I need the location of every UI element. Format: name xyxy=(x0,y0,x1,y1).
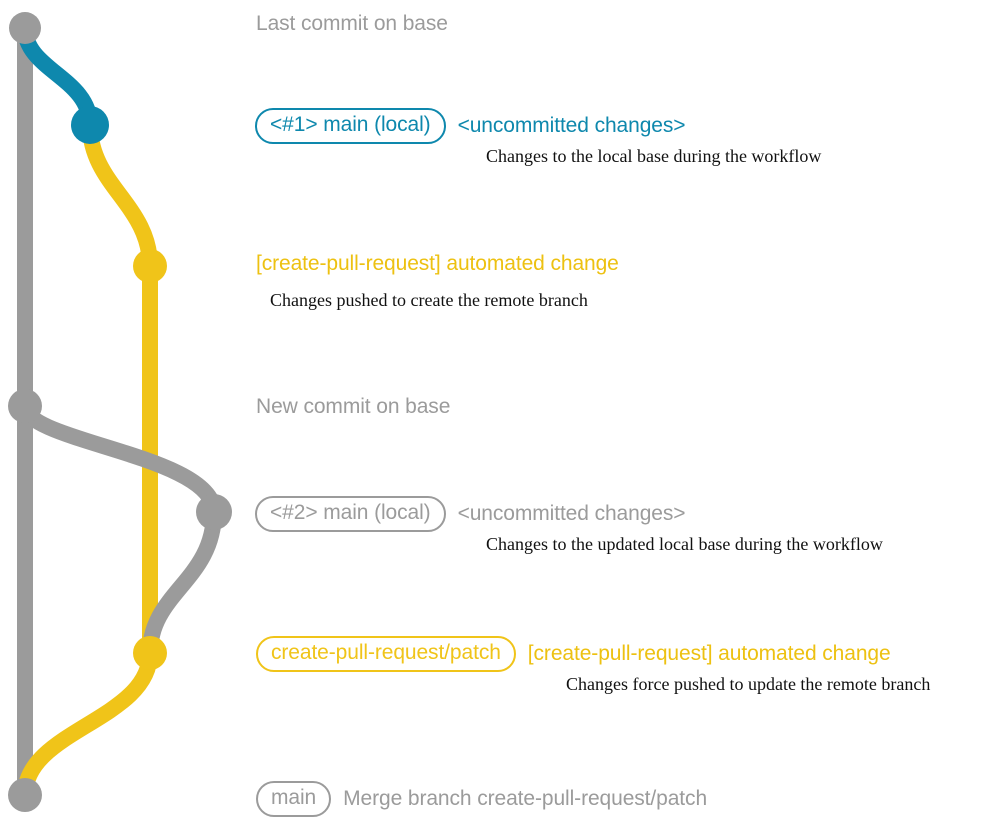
entry-headline: <uncommitted changes> xyxy=(457,502,686,525)
branch-pill-main-local-2[interactable]: <#2> main (local) xyxy=(255,496,446,533)
commit-node-local-1[interactable] xyxy=(71,106,109,144)
commit-node-patch-2[interactable] xyxy=(133,636,167,670)
entry-subtext-automated-change-1: Changes pushed to create the remote bran… xyxy=(270,290,588,310)
branch-pill-main-local-1[interactable]: <#1> main (local) xyxy=(255,108,446,145)
entry-new-commit-on-base: New commit on base xyxy=(256,395,451,418)
entry-headline: [create-pull-request] automated change xyxy=(527,642,891,665)
entry-headline: Last commit on base xyxy=(256,12,448,35)
branch-pill-main[interactable]: main xyxy=(256,781,332,818)
entry-headline: [create-pull-request] automated change xyxy=(256,252,619,275)
entry-merge-commit: main Merge branch create-pull-request/pa… xyxy=(256,781,708,818)
edge-patch2-to-merge xyxy=(17,645,158,803)
branch-pill-create-pull-request-patch[interactable]: create-pull-request/patch xyxy=(256,636,516,673)
commit-node-local-2[interactable] xyxy=(196,494,232,530)
entry-subtext-local-commit-2: Changes to the updated local base during… xyxy=(486,534,883,554)
entry-headline: New commit on base xyxy=(256,395,451,418)
entry-headline: Merge branch create-pull-request/patch xyxy=(343,787,708,810)
entry-last-commit-on-base: Last commit on base xyxy=(256,12,448,35)
edge-local2-to-patch2 xyxy=(142,504,222,661)
entry-subtext-local-commit-1: Changes to the local base during the wor… xyxy=(486,146,822,166)
commit-node-base-merge[interactable] xyxy=(8,778,42,812)
entry-automated-change-1: [create-pull-request] automated change xyxy=(256,252,619,275)
commit-node-patch-1[interactable] xyxy=(133,249,167,283)
entry-automated-change-2: create-pull-request/patch [create-pull-r… xyxy=(256,636,891,673)
entry-local-commit-1: <#1> main (local) <uncommitted changes> xyxy=(255,108,686,145)
edge-local1-to-patch1 xyxy=(82,117,158,274)
commit-node-base-new[interactable] xyxy=(8,389,42,423)
commit-node-base-last[interactable] xyxy=(9,12,41,44)
entry-local-commit-2: <#2> main (local) <uncommitted changes> xyxy=(255,496,686,533)
entry-headline: <uncommitted changes> xyxy=(457,114,686,137)
entry-subtext-automated-change-2: Changes force pushed to update the remot… xyxy=(566,674,931,694)
